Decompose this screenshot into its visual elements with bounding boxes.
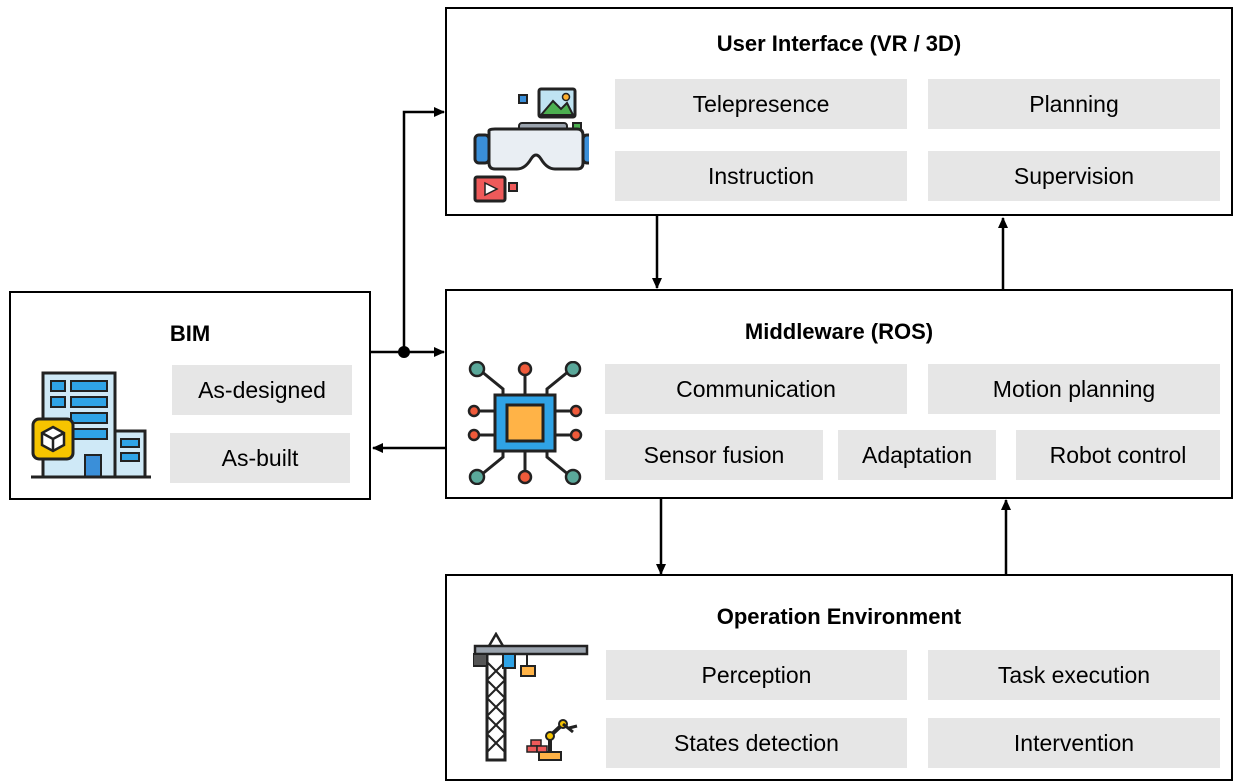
pill-planning-label: Planning: [1029, 91, 1119, 117]
pill-intervention: Intervention: [928, 718, 1220, 768]
crane-robot-arm-icon: [473, 632, 589, 762]
user-interface-title: User Interface (VR / 3D): [716, 31, 962, 56]
pill-as-built: As-built: [170, 433, 350, 483]
pill-as-built-label: As-built: [221, 445, 299, 471]
pill-states-detection-label: States detection: [674, 730, 839, 756]
pill-communication: Communication: [605, 364, 907, 414]
pill-communication-label: Communication: [676, 376, 836, 402]
pill-instruction-label: Instruction: [707, 163, 815, 189]
pill-telepresence: Telepresence: [615, 79, 907, 129]
pill-intervention-label: Intervention: [1013, 730, 1135, 756]
pill-supervision: Supervision: [928, 151, 1220, 201]
junction-dot: [398, 346, 410, 358]
building-model-icon: [31, 371, 151, 479]
pill-as-designed: As-designed: [172, 365, 352, 415]
pill-supervision-label: Supervision: [1013, 163, 1135, 189]
pill-instruction: Instruction: [615, 151, 907, 201]
pill-adaptation: Adaptation: [838, 430, 996, 480]
pill-sensor-fusion-label: Sensor fusion: [643, 442, 785, 468]
middleware-title: Middleware (ROS): [744, 319, 934, 344]
pill-motion-planning: Motion planning: [928, 364, 1220, 414]
pill-perception: Perception: [606, 650, 907, 700]
pill-task-execution: Task execution: [928, 650, 1220, 700]
operation-environment-box: Operation Environment Perception Task ex…: [445, 574, 1233, 781]
pill-adaptation-label: Adaptation: [862, 442, 972, 468]
pill-planning: Planning: [928, 79, 1220, 129]
pill-robot-control: Robot control: [1016, 430, 1220, 480]
operation-environment-title: Operation Environment: [716, 604, 962, 629]
pill-motion-planning-label: Motion planning: [992, 376, 1156, 402]
vr-headset-icon: [473, 87, 589, 203]
pill-sensor-fusion: Sensor fusion: [605, 430, 823, 480]
bim-title: BIM: [169, 321, 211, 346]
user-interface-box: User Interface (VR / 3D) Telepresence Pl…: [445, 7, 1233, 216]
pill-robot-control-label: Robot control: [1049, 442, 1187, 468]
bim-box: BIM As-designed As-built: [9, 291, 371, 500]
arrow-bim-to-ui: [402, 107, 445, 352]
processor-chip-icon: [467, 361, 583, 485]
pill-states-detection: States detection: [606, 718, 907, 768]
pill-perception-label: Perception: [701, 662, 812, 688]
pill-telepresence-label: Telepresence: [692, 91, 830, 117]
pill-as-designed-label: As-designed: [198, 377, 326, 403]
pill-task-execution-label: Task execution: [997, 662, 1151, 688]
middleware-box: Middleware (ROS) Communication Motion pl…: [445, 289, 1233, 499]
